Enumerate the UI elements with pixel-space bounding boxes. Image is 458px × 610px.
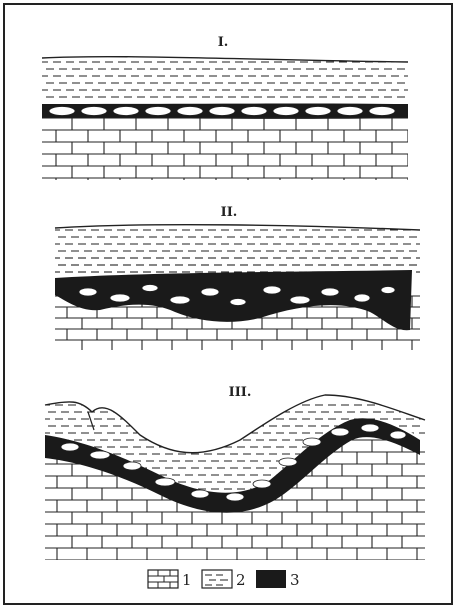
panel-3 [42,395,433,572]
legend: 1 2 3 [148,570,300,589]
limestone-layer-1 [40,118,410,190]
legend-label-2: 2 [236,571,246,589]
panel-2 [52,225,424,351]
clay-layer-2 [52,230,424,272]
panel-1 [40,57,412,190]
legend-clay-icon [202,570,232,588]
clay-layer-1 [40,62,412,97]
panel-label-1: I. [218,35,229,50]
legend-limestone-icon [148,570,178,588]
legend-label-3: 3 [290,571,300,589]
legend-black-icon [256,570,286,588]
panel-label-3: III. [229,385,252,400]
panel-label-2: II. [221,205,238,220]
legend-label-1: 1 [182,571,192,589]
